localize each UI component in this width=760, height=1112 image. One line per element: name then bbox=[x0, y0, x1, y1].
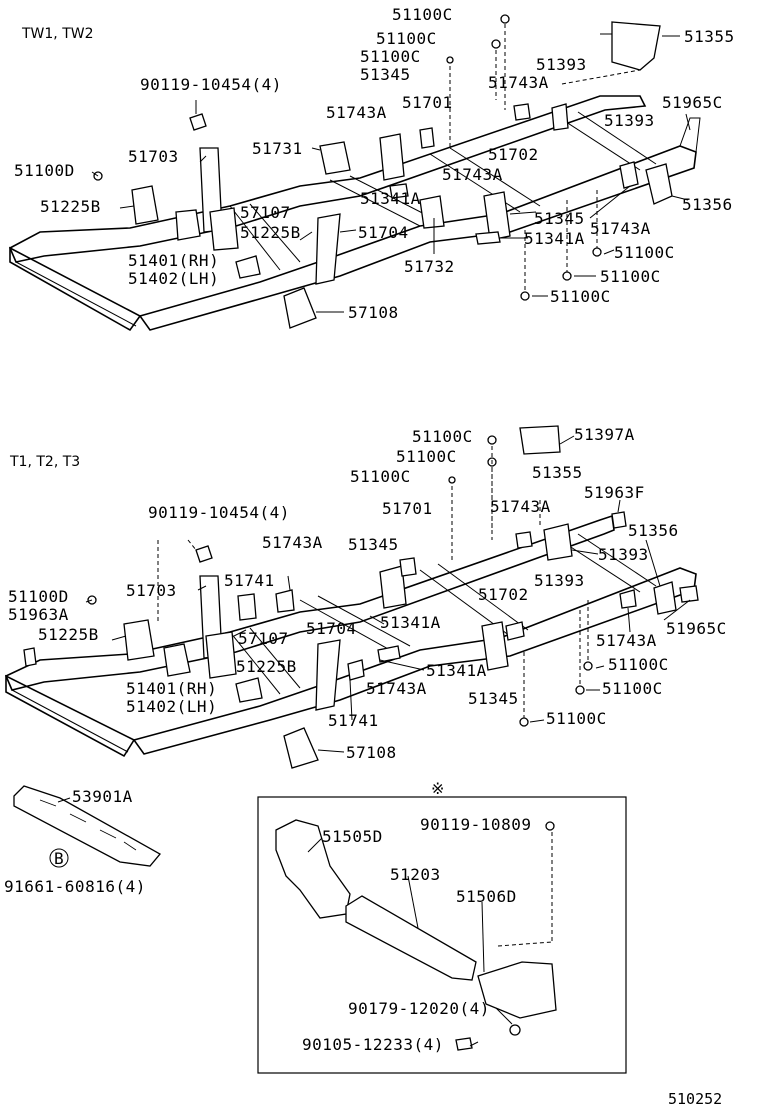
label-bolt-91661-60816: 91661-60816(4) bbox=[4, 877, 146, 896]
lower-section: T1, T2, T3 bbox=[4, 425, 727, 769]
inset-box bbox=[257, 796, 627, 1074]
label-51345: 51345 bbox=[534, 209, 585, 228]
label-51225b: 51225B bbox=[40, 197, 101, 216]
label-51100c: 51100C bbox=[608, 655, 669, 674]
label-51100c: 51100C bbox=[396, 447, 457, 466]
label-57107: 57107 bbox=[238, 629, 289, 648]
label-51341a: 51341A bbox=[380, 613, 441, 632]
label-51341a: 51341A bbox=[426, 661, 487, 680]
label-51702: 51702 bbox=[478, 585, 529, 604]
label-51741: 51741 bbox=[328, 711, 379, 730]
label-51743a: 51743A bbox=[366, 679, 427, 698]
label-51703: 51703 bbox=[128, 147, 179, 166]
label-51356: 51356 bbox=[682, 195, 733, 214]
label-bolt-90119-10809: 90119-10809 bbox=[420, 815, 531, 834]
label-51401-rh: 51401(RH) bbox=[128, 251, 219, 270]
label-51100c: 51100C bbox=[412, 427, 473, 446]
label-57108: 57108 bbox=[346, 743, 397, 762]
lower-frame-drawing bbox=[4, 425, 699, 769]
label-bolt-90179-12020: 90179-12020(4) bbox=[348, 999, 490, 1018]
label-51397a: 51397A bbox=[574, 425, 635, 444]
label-51356: 51356 bbox=[628, 521, 679, 540]
label-51100c: 51100C bbox=[392, 5, 453, 24]
label-51743a: 51743A bbox=[442, 165, 503, 184]
label-51345: 51345 bbox=[360, 65, 411, 84]
label-51965c: 51965C bbox=[662, 93, 723, 112]
upper-section: TW1, TW2 bbox=[8, 5, 735, 332]
label-51100c: 51100C bbox=[546, 709, 607, 728]
label-51704: 51704 bbox=[306, 619, 357, 638]
label-51732: 51732 bbox=[404, 257, 455, 276]
label-51702: 51702 bbox=[488, 145, 539, 164]
skid-plate-shape bbox=[13, 785, 162, 867]
lower-leader-lines bbox=[85, 435, 691, 753]
label-51345: 51345 bbox=[468, 689, 519, 708]
label-51701: 51701 bbox=[402, 93, 453, 112]
label-51393: 51393 bbox=[536, 55, 587, 74]
label-51100c: 51100C bbox=[360, 47, 421, 66]
label-51100c: 51100C bbox=[600, 267, 661, 286]
upper-frame-drawing bbox=[8, 14, 701, 332]
label-bolt-90105-12233: 90105-12233(4) bbox=[302, 1035, 444, 1054]
label-51965c: 51965C bbox=[666, 619, 727, 638]
label-51355: 51355 bbox=[684, 27, 735, 46]
label-51100c: 51100C bbox=[550, 287, 611, 306]
label-51743a: 51743A bbox=[590, 219, 651, 238]
reference-number: 510252 bbox=[668, 1090, 722, 1108]
inset-marker: ※ bbox=[431, 779, 445, 798]
label-51341a: 51341A bbox=[360, 189, 421, 208]
label-51355: 51355 bbox=[532, 463, 583, 482]
label-51100c: 51100C bbox=[602, 679, 663, 698]
label-51393: 51393 bbox=[598, 545, 649, 564]
label-51225b: 51225B bbox=[236, 657, 297, 676]
label-51963f: 51963F bbox=[584, 483, 645, 502]
label-51505d: 51505D bbox=[322, 827, 383, 846]
label-51743a: 51743A bbox=[488, 73, 549, 92]
label-51341a: 51341A bbox=[524, 229, 585, 248]
label-bolt-90119-10454: 90119-10454(4) bbox=[148, 503, 290, 522]
label-51100c: 51100C bbox=[376, 29, 437, 48]
label-53901a: 53901A bbox=[72, 787, 133, 806]
bracket-51506d-shape bbox=[477, 961, 557, 1019]
label-51506d: 51506D bbox=[456, 887, 517, 906]
label-51100d: 51100D bbox=[8, 587, 69, 606]
callout-b-badge: B bbox=[54, 849, 64, 868]
crossmember-51203-shape bbox=[345, 895, 477, 981]
label-51731: 51731 bbox=[252, 139, 303, 158]
label-51100c: 51100C bbox=[350, 467, 411, 486]
upper-labels: 51100C 51100C 51100C 51355 51345 51393 5… bbox=[14, 5, 735, 322]
label-51704: 51704 bbox=[358, 223, 409, 242]
lower-header: T1, T2, T3 bbox=[9, 454, 80, 470]
upper-leader-lines bbox=[91, 24, 691, 313]
label-51743a: 51743A bbox=[596, 631, 657, 650]
label-57107: 57107 bbox=[240, 203, 291, 222]
callout-b-circle bbox=[49, 848, 69, 868]
inset-section: ※ 90119-10809 51505D 51203 51506D 90179-… bbox=[257, 779, 627, 1074]
label-51741: 51741 bbox=[224, 571, 275, 590]
skid-plate-section: 53901A B 91661-60816(4) bbox=[4, 785, 162, 896]
label-51402-lh: 51402(LH) bbox=[126, 697, 217, 716]
label-51100d: 51100D bbox=[14, 161, 75, 180]
label-51743a: 51743A bbox=[326, 103, 387, 122]
label-51100c: 51100C bbox=[614, 243, 675, 262]
label-bolt-90119-10454: 90119-10454(4) bbox=[140, 75, 282, 94]
label-51225b: 51225B bbox=[38, 625, 99, 644]
lower-labels: 51100C 51397A 51100C 51355 51100C 51963F… bbox=[8, 425, 727, 762]
upper-header: TW1, TW2 bbox=[21, 26, 94, 42]
label-51393: 51393 bbox=[534, 571, 585, 590]
label-51963a: 51963A bbox=[8, 605, 69, 624]
label-51345: 51345 bbox=[348, 535, 399, 554]
label-51743a: 51743A bbox=[490, 497, 551, 516]
label-51393: 51393 bbox=[604, 111, 655, 130]
label-51401-rh: 51401(RH) bbox=[126, 679, 217, 698]
label-51701: 51701 bbox=[382, 499, 433, 518]
label-51225b: 51225B bbox=[240, 223, 301, 242]
label-57108: 57108 bbox=[348, 303, 399, 322]
label-51203: 51203 bbox=[390, 865, 441, 884]
label-51743a: 51743A bbox=[262, 533, 323, 552]
label-51402-lh: 51402(LH) bbox=[128, 269, 219, 288]
label-51703: 51703 bbox=[126, 581, 177, 600]
